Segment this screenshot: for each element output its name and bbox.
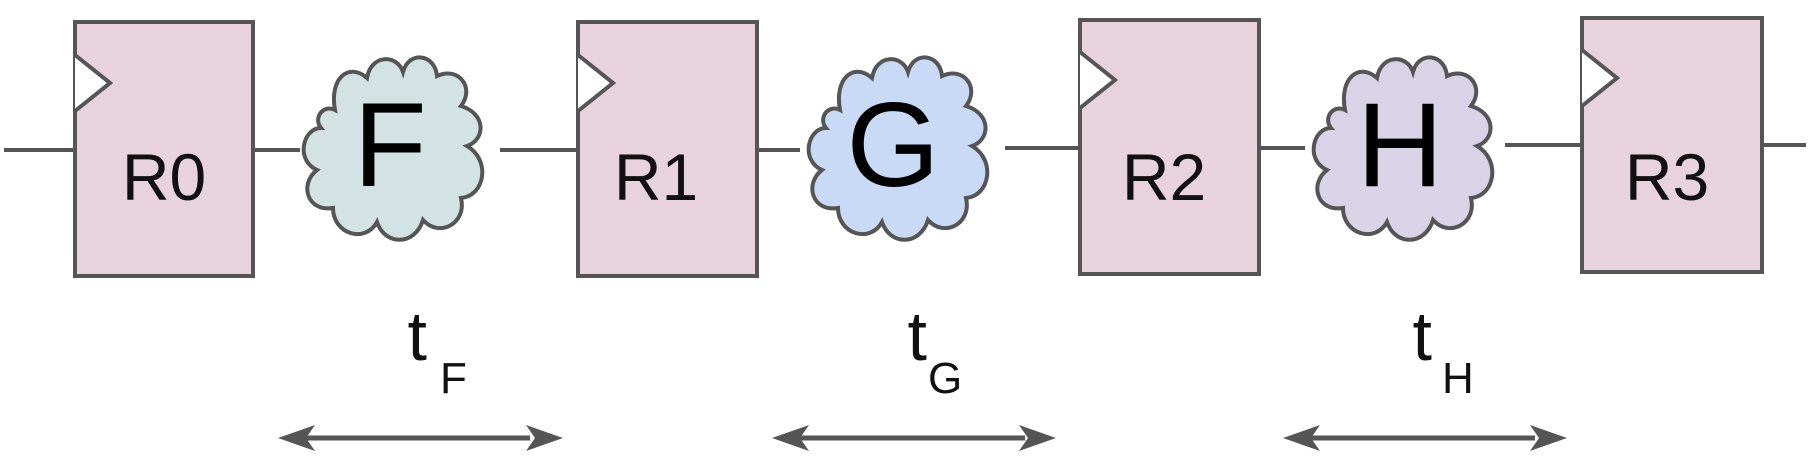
stage-f: F bbox=[301, 55, 485, 242]
clock-triangle-icon bbox=[73, 53, 114, 113]
register-label: R2 bbox=[1122, 140, 1206, 214]
delay-arrow-g bbox=[772, 425, 1056, 451]
arrow-left-icon bbox=[772, 425, 809, 451]
delay-label-g: t G bbox=[908, 297, 963, 403]
clock-triangle-icon bbox=[1580, 48, 1621, 108]
delay-label-h: t H bbox=[1413, 297, 1474, 403]
delay-subscript: G bbox=[928, 354, 962, 403]
register-r3: R3 bbox=[1580, 16, 1764, 274]
delay-subscript: H bbox=[1442, 354, 1474, 403]
stage-g: G bbox=[806, 55, 990, 242]
stage-label: F bbox=[353, 78, 426, 212]
register-label: R1 bbox=[614, 140, 698, 214]
arrow-right-icon bbox=[526, 425, 563, 451]
arrow-left-icon bbox=[278, 425, 315, 451]
stage-label: H bbox=[1357, 78, 1444, 212]
clock-triangle-icon bbox=[576, 53, 617, 113]
delay-symbol: t bbox=[908, 297, 927, 375]
register-label: R3 bbox=[1625, 140, 1709, 214]
stage-h: H bbox=[1311, 55, 1495, 242]
arrow-right-icon bbox=[1530, 425, 1567, 451]
delay-symbol: t bbox=[1413, 297, 1432, 375]
delay-arrow-h bbox=[1283, 425, 1567, 451]
arrow-right-icon bbox=[1019, 425, 1056, 451]
register-label: R0 bbox=[122, 140, 206, 214]
register-r0: R0 bbox=[73, 20, 255, 278]
clock-triangle-icon bbox=[1078, 50, 1119, 110]
stage-label: G bbox=[846, 78, 939, 212]
delay-symbol: t bbox=[408, 297, 427, 375]
delay-subscript: F bbox=[440, 354, 467, 403]
register-r2: R2 bbox=[1078, 18, 1261, 276]
delay-label-f: t F bbox=[408, 297, 467, 403]
delay-arrow-f bbox=[278, 425, 563, 451]
register-r1: R1 bbox=[576, 20, 759, 278]
arrow-left-icon bbox=[1283, 425, 1320, 451]
